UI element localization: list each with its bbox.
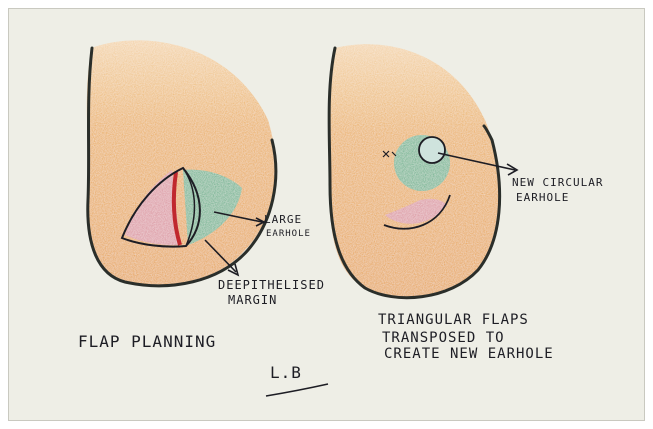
label-new-earhole-2: EARHOLE	[516, 191, 569, 204]
label-large-earhole-1: LARGE	[264, 213, 302, 226]
label-large-earhole-2: EARHOLE	[266, 229, 311, 239]
left-earlobe	[87, 40, 276, 285]
label-new-earhole-1: NEW CIRCULAR	[512, 176, 603, 189]
caption-triangular-flaps-3: CREATE NEW EARHOLE	[384, 346, 554, 362]
caption-triangular-flaps-1: TRIANGULAR FLAPS	[378, 312, 529, 328]
label-deepithelised-1: DEEPITHELISED	[218, 278, 325, 292]
caption-triangular-flaps-2: TRANSPOSED TO	[382, 330, 505, 346]
left-lobe-fill	[87, 40, 275, 284]
new-circular-earhole	[419, 137, 445, 163]
label-deepithelised-2: MARGIN	[228, 293, 277, 307]
signature-underline	[266, 384, 328, 396]
caption-flap-planning: FLAP PLANNING	[78, 332, 216, 351]
signature-initials: L.B	[270, 363, 302, 382]
right-earlobe	[329, 44, 500, 297]
